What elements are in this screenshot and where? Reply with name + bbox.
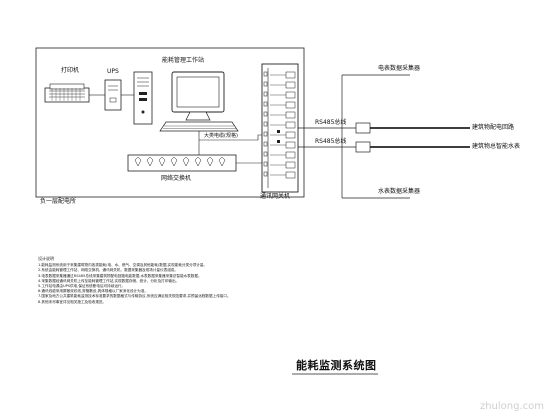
notes-line: 2.系统由能耗管理工作站、网络交换机、通讯网关机、数据采集器及现场计量仪表组成。 xyxy=(38,268,178,273)
rs485-top-label: RS485总线 xyxy=(315,119,347,126)
switch-label: 网络交换机 xyxy=(161,175,192,182)
gateway-ports xyxy=(263,71,296,179)
notes-line: 6.通讯线缆采用屏蔽双绞线,穿管敷设,具体规格以厂家深化设计为准。 xyxy=(38,289,148,294)
notes-line: 4.采集数据经通讯网关机上传至能耗管理工作站,实现数据存储、统计、分析及打印输出… xyxy=(38,278,180,283)
diagram-title: 能耗监测系统图 xyxy=(296,359,377,372)
notes-line: 1.能耗监测系统用于采集建筑物内各类能耗(电、水、燃气、空调及其他能耗)数据,实… xyxy=(38,263,208,268)
workstation-label: 能耗管理工作站 xyxy=(162,57,205,64)
notes-line: 8.其他未尽事宜详见相关施工及验收规范。 xyxy=(38,299,107,304)
gateway-label: 通讯网关机 xyxy=(260,193,291,200)
keyboard-icon xyxy=(159,121,239,132)
ups-label: UPS xyxy=(107,68,119,75)
rs485-bottom-label: RS485总线 xyxy=(315,138,347,145)
cable-note-label: 大类电缆(规格) xyxy=(204,133,238,139)
notes-line: 7.国家及地方公共建筑能耗监测技术标准要求的数据格式与传输协议,系统应满足相关规… xyxy=(38,294,231,299)
network-switch-icon xyxy=(127,154,237,172)
notes-line: 5.工作站电源由UPS供电,保证系统断电后可持续运行。 xyxy=(38,284,126,289)
printer-icon xyxy=(44,83,90,103)
room-frame xyxy=(35,47,305,198)
ups-icon xyxy=(104,79,122,111)
monitor-icon xyxy=(171,71,225,121)
meter-box-water xyxy=(355,141,371,153)
notes-heading: 设计说明 xyxy=(38,256,54,261)
computer-tower-icon xyxy=(133,71,153,125)
meter-collector-label: 电表数据采集器 xyxy=(378,65,421,72)
notes-line: 3.电表数据采集器通过RS485总线采集建筑物配电回路电能数据,水表数据采集器采… xyxy=(38,273,202,278)
design-notes: 设计说明 1.能耗监测系统用于采集建筑物内各类能耗(电、水、燃气、空调及其他能耗… xyxy=(38,256,231,305)
watermark: zhulong.com xyxy=(479,401,544,412)
water-meter-label: 建筑物总智能水表 xyxy=(472,143,521,150)
water-collector-label: 水表数据采集器 xyxy=(378,188,421,195)
gateway-cabinet xyxy=(261,63,299,193)
distribution-loop-label: 建筑物配电回路 xyxy=(472,124,515,131)
printer-label: 打印机 xyxy=(61,67,80,74)
room-label: 负一层配电所 xyxy=(40,198,77,205)
meter-box-electric xyxy=(355,122,371,134)
